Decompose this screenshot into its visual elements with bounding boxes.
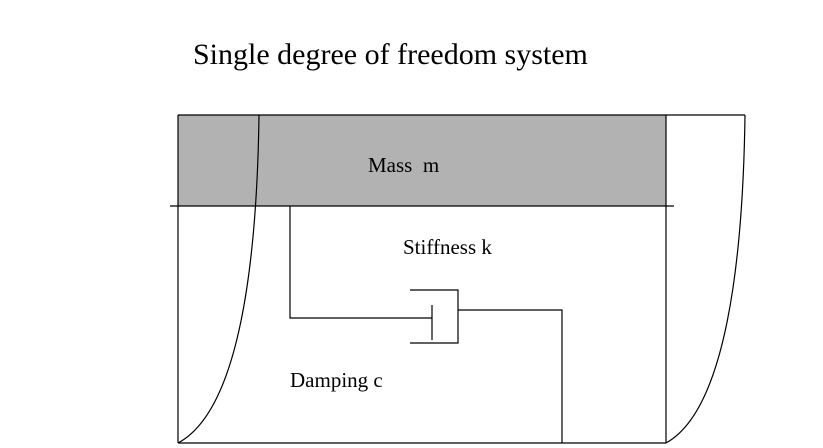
damping-label: Damping c bbox=[290, 368, 383, 392]
left-deflection-curve bbox=[177, 114, 260, 444]
diagram-title: Single degree of freedom system bbox=[193, 38, 588, 71]
stiffness-label: Stiffness k bbox=[403, 235, 492, 259]
mass-label: Mass m bbox=[368, 153, 440, 177]
stiffness-link bbox=[289, 206, 432, 319]
damper-link bbox=[458, 309, 563, 443]
damper-cylinder bbox=[410, 289, 459, 344]
right-deflection-curve bbox=[665, 114, 746, 444]
